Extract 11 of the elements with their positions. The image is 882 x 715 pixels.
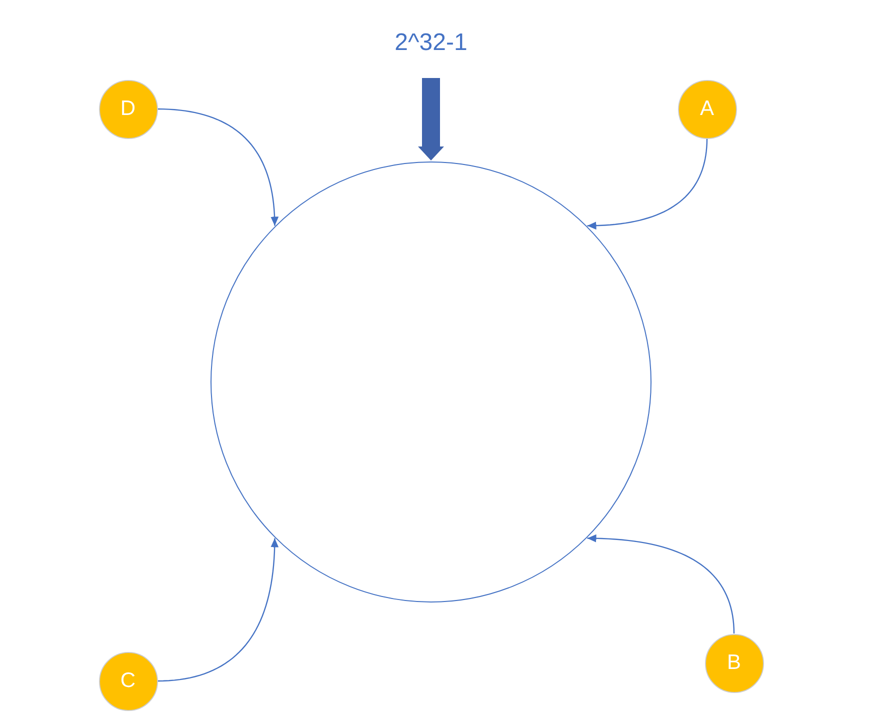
arrow (158, 108, 279, 226)
node-circle: B (704, 634, 764, 692)
node-circle: C (98, 652, 158, 710)
arrow (587, 534, 735, 634)
arrow (158, 538, 279, 682)
thick-arrow (418, 78, 444, 160)
ring (210, 161, 652, 603)
value-label: 2^32-1 (394, 29, 468, 57)
arrow (587, 138, 708, 230)
node-circle: A (678, 80, 736, 138)
node-circle: D (98, 80, 158, 138)
